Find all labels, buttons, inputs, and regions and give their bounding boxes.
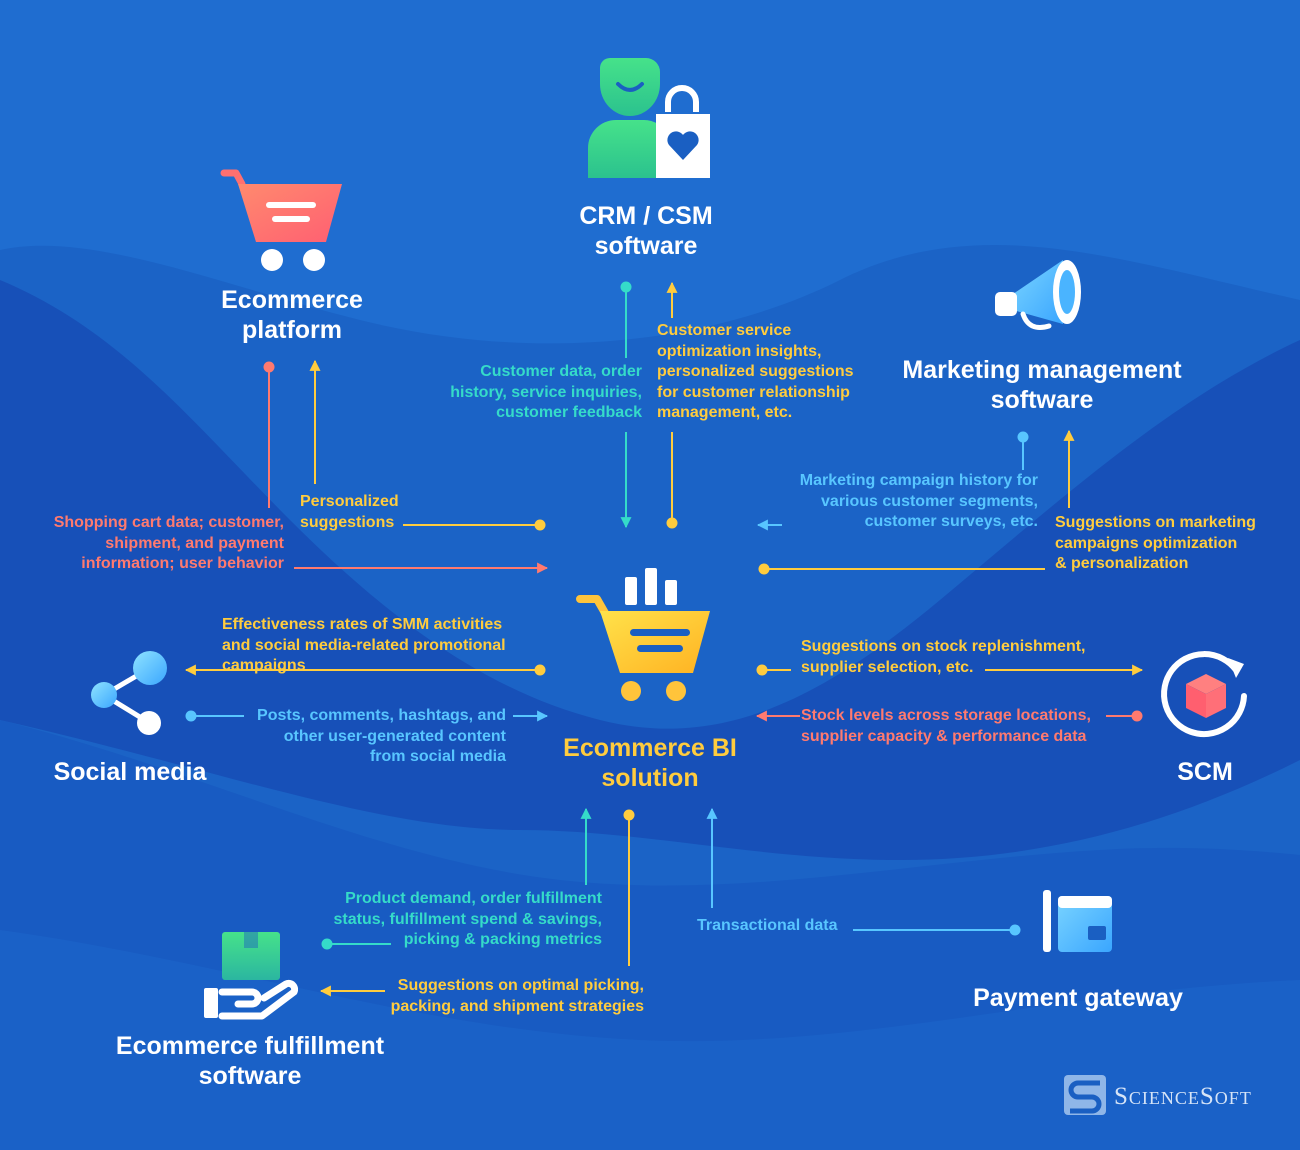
scm-title: SCM (1177, 758, 1233, 786)
hand-package-icon (204, 932, 298, 1020)
bi-to-scm-label: Suggestions on stock replenishment, supp… (801, 638, 1086, 676)
payment-to-bi-label: Transactional data (697, 917, 838, 934)
bi-to-marketing-label: Suggestions on marketing campaigns optim… (1055, 514, 1256, 572)
social-media-title: Social media (53, 758, 207, 786)
platform-to-bi-label: Shopping cart data; customer, shipment, … (53, 514, 284, 572)
bi-to-social-label: Effectiveness rates of SMM activities an… (222, 616, 506, 674)
megaphone-icon (995, 260, 1081, 330)
payment-gateway-title: Payment gateway (973, 984, 1183, 1012)
bi-to-fulfillment-label: Suggestions on optimal picking, packing,… (390, 977, 644, 1015)
bi-to-platform-label: Personalized suggestions (300, 493, 399, 531)
bi-to-crm-label: Customer service optimization insights, … (657, 322, 854, 421)
fulfillment-to-bi-label: Product demand, order fulfillment status… (333, 890, 603, 948)
social-to-bi-label: Posts, comments, hashtags, and other use… (257, 707, 506, 765)
wallet-icon (1043, 890, 1112, 952)
scm-to-bi-label: Stock levels across storage locations, s… (801, 707, 1091, 745)
ecommerce-platform-title: Ecommerce platform (221, 286, 363, 344)
marketing-title: Marketing management software (902, 356, 1182, 414)
marketing-to-bi-label: Marketing campaign history for various c… (799, 472, 1038, 530)
shopping-cart-icon (220, 169, 342, 271)
center-title: Ecommerce BI solution (563, 734, 737, 792)
fulfillment-title: Ecommerce fulfillment software (115, 1032, 385, 1090)
customer-bag-icon (588, 58, 710, 178)
box-cycle-icon (1161, 651, 1247, 738)
crm-title: CRM / CSM software (579, 202, 713, 260)
cart-chart-icon (576, 568, 710, 701)
sciencesoft-logo-icon (1064, 1075, 1106, 1115)
brand-name: ScienceSoft (1114, 1083, 1252, 1110)
share-icon (91, 651, 167, 735)
crm-to-bi-label: Customer data, order history, service in… (450, 363, 642, 421)
